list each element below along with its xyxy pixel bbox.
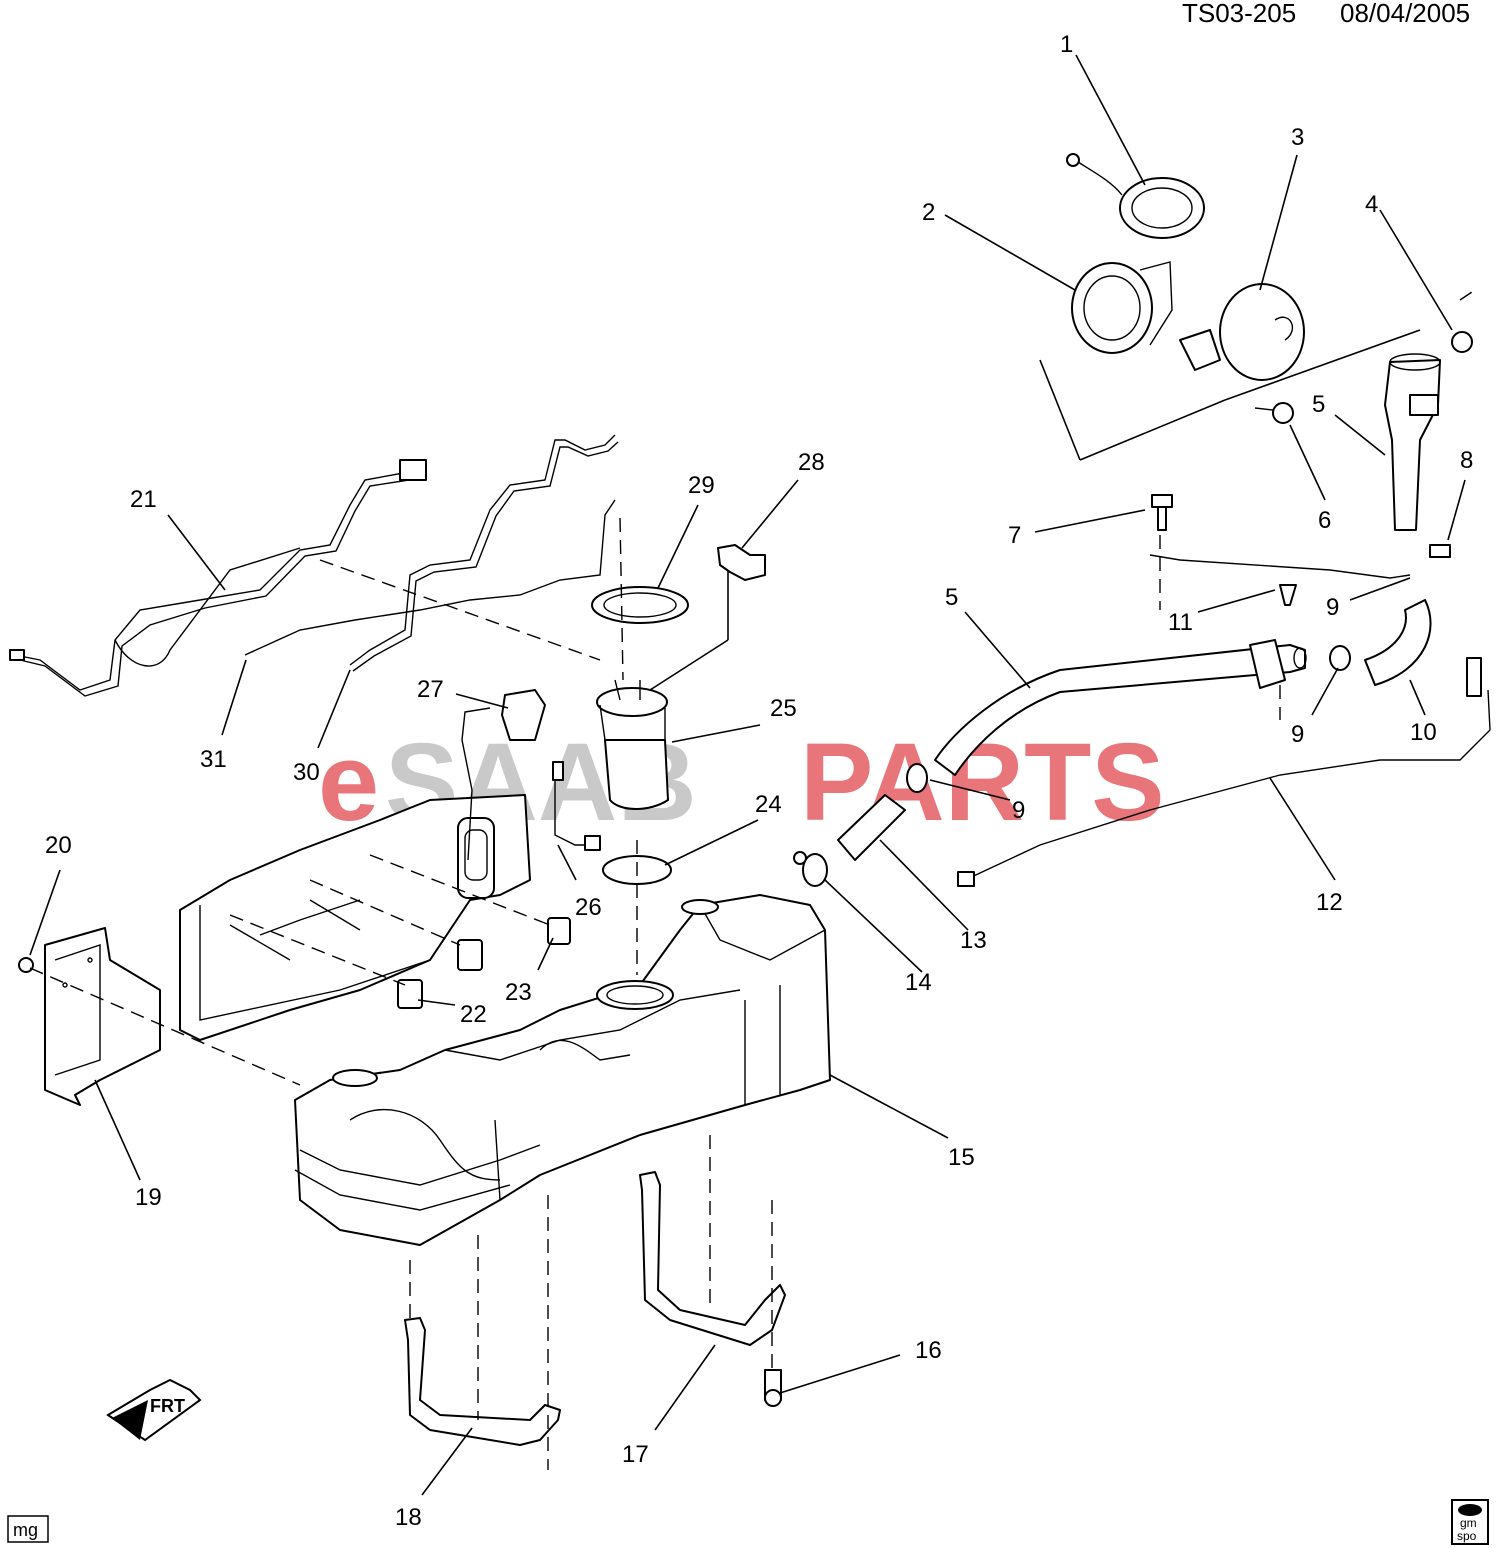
callout-14: 14 xyxy=(905,969,932,996)
callout-26: 26 xyxy=(575,894,602,921)
clip-22a xyxy=(397,979,423,1009)
fuel-level-sensor xyxy=(552,761,601,851)
callout-6: 6 xyxy=(1318,507,1331,534)
filler-bolt xyxy=(1254,402,1294,424)
callout-11: 11 xyxy=(1168,609,1193,636)
callout-9-upper: 9 xyxy=(1326,594,1339,621)
retainer-20 xyxy=(18,957,34,973)
callout-12: 12 xyxy=(1316,889,1343,916)
vapor-connector xyxy=(717,544,766,581)
clip-23 xyxy=(547,917,571,945)
orientation-arrow-icon: FRT xyxy=(106,1378,202,1442)
footer-code: mg xyxy=(13,1520,38,1540)
vapor-line xyxy=(244,499,616,656)
callout-30: 30 xyxy=(293,759,320,786)
fuel-filler-pipe xyxy=(1384,353,1441,531)
callout-5-lower: 5 xyxy=(945,584,958,611)
footer-code-box xyxy=(7,1515,49,1543)
filler-hose xyxy=(934,639,1307,776)
push-pin xyxy=(1279,584,1297,606)
diagram-id: TS03-205 xyxy=(1182,0,1296,28)
callout-10: 10 xyxy=(1410,719,1437,746)
callout-9-mid: 9 xyxy=(1012,797,1025,824)
fuel-tank-strap-rear xyxy=(639,1171,786,1346)
callout-19: 19 xyxy=(135,1184,162,1211)
callout-31: 31 xyxy=(200,746,227,773)
alignment-lines xyxy=(29,289,1476,1470)
callout-4: 4 xyxy=(1365,191,1378,218)
callout-16: 16 xyxy=(915,1337,942,1364)
logo-line1: gm xyxy=(1460,1516,1477,1530)
fuel-cap xyxy=(1066,153,1205,239)
callout-22: 22 xyxy=(460,1001,487,1028)
pump-connector xyxy=(461,689,546,861)
callout-15: 15 xyxy=(948,1144,975,1171)
tube-clamp-14 xyxy=(793,851,828,887)
fuel-line-30 xyxy=(349,434,616,666)
callout-27: 27 xyxy=(417,676,444,703)
callout-25: 25 xyxy=(770,695,797,722)
vent-line xyxy=(957,657,1491,887)
orientation-label: FRT xyxy=(150,1396,185,1416)
hose-clamp xyxy=(1329,645,1351,671)
fuel-line-30-outer xyxy=(352,441,619,672)
logo-line2: spo xyxy=(1457,1529,1477,1543)
diagram-date: 08/04/2005 xyxy=(1340,0,1470,28)
clip-22b xyxy=(457,939,483,971)
leader-lines xyxy=(29,54,1466,1496)
callout-17: 17 xyxy=(622,1441,649,1468)
nut xyxy=(1451,331,1473,353)
callout-28: 28 xyxy=(798,449,825,476)
rear-shield xyxy=(44,927,161,1106)
callout-20: 20 xyxy=(45,832,72,859)
clip xyxy=(1429,544,1451,558)
fuel-tank-strap-front xyxy=(404,1317,561,1446)
callout-21: 21 xyxy=(130,486,157,513)
callout-7: 7 xyxy=(1008,522,1021,549)
heat-shield xyxy=(179,794,531,1041)
callout-13: 13 xyxy=(960,927,987,954)
callout-23: 23 xyxy=(505,979,532,1006)
callout-3: 3 xyxy=(1291,124,1304,151)
callout-5-upper: 5 xyxy=(1312,391,1325,418)
fuel-filler-door xyxy=(1179,283,1305,381)
callout-29: 29 xyxy=(688,472,715,499)
fuel-tank xyxy=(294,894,831,1246)
strap-bolt xyxy=(764,1369,782,1407)
fuel-filler-housing xyxy=(1071,261,1173,354)
callout-9-lower: 9 xyxy=(1291,721,1304,748)
bolt-7 xyxy=(1151,494,1173,531)
fuel-line-bundle xyxy=(9,459,427,697)
bracket-rod xyxy=(1149,554,1411,579)
vent-hose xyxy=(1364,599,1432,686)
callout-labels: 1 2 3 4 5 5 6 7 8 9 9 9 10 11 12 13 14 1… xyxy=(45,31,1473,1531)
fuel-pump-module xyxy=(596,679,669,810)
callout-1: 1 xyxy=(1060,31,1073,58)
fuel-tube xyxy=(837,763,928,861)
callout-2: 2 xyxy=(922,199,935,226)
gmspo-logo: gm spo xyxy=(1451,1499,1489,1545)
lock-ring xyxy=(591,586,689,624)
callout-8: 8 xyxy=(1460,447,1473,474)
callout-18: 18 xyxy=(395,1504,422,1531)
callout-24: 24 xyxy=(755,791,782,818)
